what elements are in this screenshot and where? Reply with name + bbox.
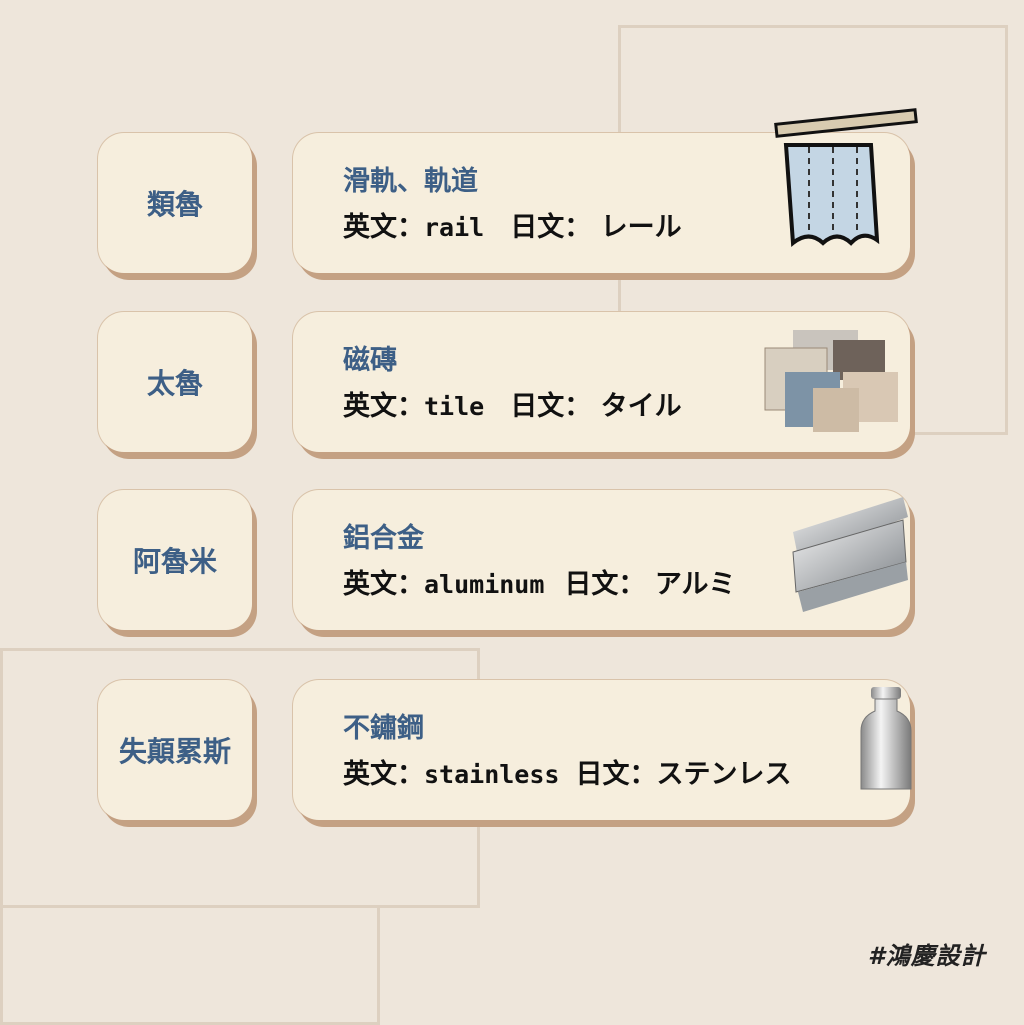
term-label: 阿魯米 xyxy=(132,545,217,578)
term-box: 太魯 xyxy=(98,312,252,452)
english-word: aluminum xyxy=(424,570,545,599)
japanese-word: アルミ xyxy=(654,569,736,600)
japanese-label: 日文： xyxy=(510,391,592,422)
english-word: tile xyxy=(424,392,485,421)
floorplan-decoration xyxy=(0,905,380,1025)
signature-logo: #鴻慶設計 xyxy=(868,942,986,970)
translation-line: 英文：tile 日文： タイル xyxy=(343,384,682,423)
definition-title: 鋁合金 xyxy=(343,523,424,554)
english-word: rail xyxy=(424,213,485,242)
japanese-label: 日文： xyxy=(575,759,657,790)
translation-line: 英文：aluminum 日文： アルミ xyxy=(343,562,736,601)
japanese-label: 日文： xyxy=(564,569,646,600)
english-label: 英文： xyxy=(343,391,424,422)
definition-title: 磁磚 xyxy=(343,345,397,376)
term-box: 類魯 xyxy=(98,133,252,273)
tiles-icon xyxy=(764,330,898,432)
english-label: 英文： xyxy=(343,759,424,790)
term-label: 失顛累斯 xyxy=(118,735,231,768)
definition-card: 滑軌、軌道 英文：rail 日文： レール xyxy=(293,108,918,273)
definition-card: 鋁合金 英文：aluminum 日文： アルミ xyxy=(293,490,910,630)
term-box: 阿魯米 xyxy=(98,490,252,630)
english-label: 英文： xyxy=(343,212,424,243)
definition-title: 滑軌、軌道 xyxy=(343,166,478,197)
milk-can-icon xyxy=(860,687,912,790)
term-label: 太魯 xyxy=(146,367,203,400)
term-box: 失顛累斯 xyxy=(98,680,252,820)
definition-card: 不鏽鋼 英文：stainless 日文：ステンレス xyxy=(293,680,912,820)
term-label: 類魯 xyxy=(146,188,203,221)
aluminum-profile-icon xyxy=(792,497,908,612)
japanese-label: 日文： xyxy=(510,212,592,243)
definition-title: 不鏽鋼 xyxy=(343,713,424,744)
japanese-word: タイル xyxy=(600,391,682,422)
translation-line: 英文：rail 日文： レール xyxy=(343,205,682,244)
english-label: 英文： xyxy=(343,569,424,600)
japanese-word: ステンレス xyxy=(656,759,792,790)
definition-card: 磁磚 英文：tile 日文： タイル xyxy=(293,312,910,452)
translation-line: 英文：stainless 日文：ステンレス xyxy=(343,752,791,791)
english-word: stainless xyxy=(424,760,560,789)
curtain-rail-icon xyxy=(774,108,918,247)
japanese-word: レール xyxy=(600,212,682,243)
